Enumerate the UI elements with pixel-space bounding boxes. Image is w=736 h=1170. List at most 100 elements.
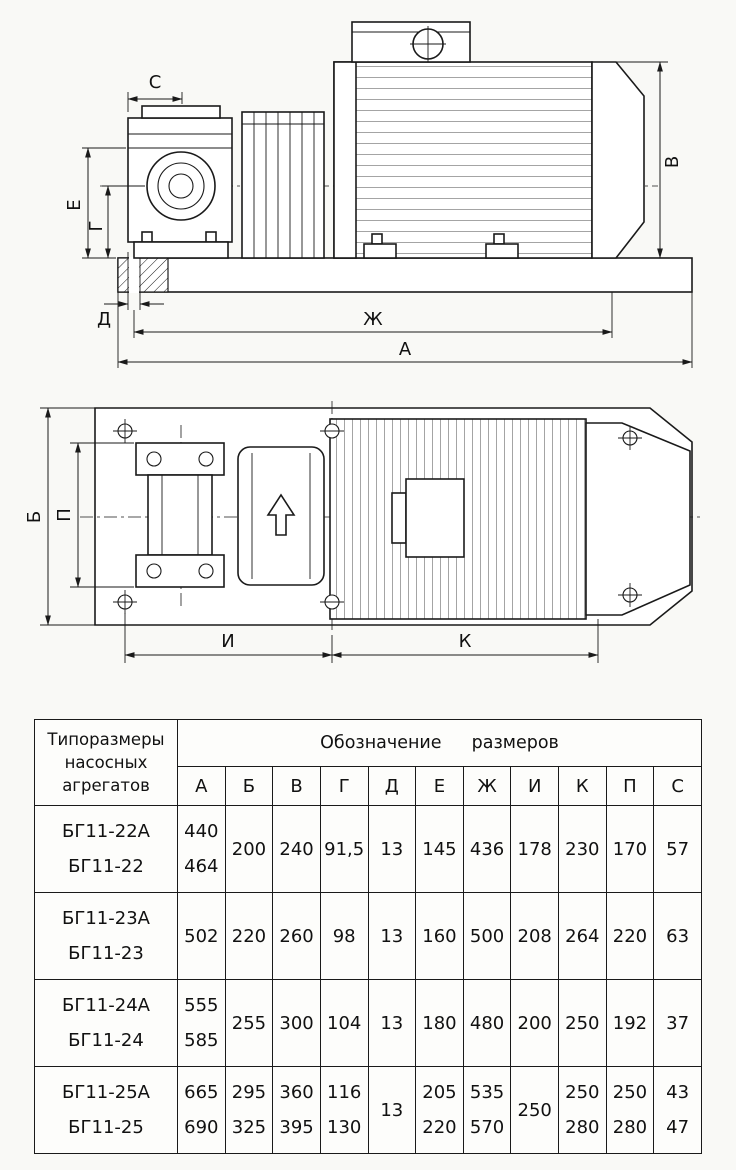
cell-p: 192 [605, 979, 655, 1067]
col-header-d: Д [367, 766, 417, 806]
dim-label-p: П [54, 508, 75, 522]
side-view-drawing: С Е Г Д Ж [64, 21, 693, 368]
value: 570 [469, 1117, 505, 1139]
baseplate-side [117, 252, 693, 296]
cell-d: 13 [367, 892, 417, 980]
cell-p: 170 [605, 805, 655, 893]
dim-label-g: Г [86, 221, 107, 232]
table-corner-header: Типоразмеры насосных агрегатов [34, 719, 178, 806]
dim-b: Б [24, 407, 95, 626]
cell-g: 98 [319, 892, 369, 980]
col-header-a: А [177, 766, 226, 806]
dim-label-d: Д [97, 309, 111, 330]
value: 250 [612, 1081, 648, 1103]
table-row-group-4: БГ11-25А БГ11-25 665 690 295 325 [34, 1066, 702, 1154]
value: 440 [184, 820, 219, 842]
cell-a: 502 [177, 892, 226, 980]
model-name: БГ11-22 [68, 856, 144, 878]
model-name: БГ11-22А [62, 820, 150, 842]
dim-g: Г [86, 185, 145, 259]
table-row-group-1: БГ11-22А БГ11-22 440 464 200 240 91,5 13… [34, 805, 702, 893]
cell-d: 13 [367, 805, 417, 893]
rotation-arrow-icon [266, 493, 296, 536]
coupling-guard-top [237, 446, 325, 586]
value: 280 [612, 1117, 648, 1139]
value: 360 [279, 1081, 314, 1103]
col-header-e: Е [415, 766, 464, 806]
model-name: БГ11-24 [68, 1030, 144, 1052]
col-header-k: К [558, 766, 607, 806]
cell-s: 63 [653, 892, 702, 980]
cell-models: БГ11-24А БГ11-24 [34, 979, 178, 1067]
dim-c: С [127, 72, 183, 112]
col-header-zh: Ж [462, 766, 512, 806]
cell-p: 250 280 [605, 1066, 655, 1154]
cell-v: 300 [272, 979, 321, 1067]
value: 43 [666, 1081, 690, 1103]
dim-k: К [331, 619, 599, 663]
value: 325 [231, 1117, 267, 1139]
cell-b: 255 [224, 979, 274, 1067]
dim-zh: Ж [133, 292, 613, 338]
cell-g: 91,5 [319, 805, 369, 893]
mounting-holes [113, 419, 642, 614]
col-header-s: С [653, 766, 702, 806]
motor-side [333, 21, 645, 259]
model-name: БГ11-23 [68, 943, 144, 965]
value: 116 [327, 1081, 362, 1103]
value: 295 [231, 1081, 267, 1103]
cell-zh: 500 [462, 892, 512, 980]
dim-e: Е [64, 147, 126, 259]
motor-top [329, 418, 691, 620]
table-row-group-2: БГ11-23А БГ11-23 502 220 260 98 13 160 5… [34, 892, 702, 980]
cell-a: 555 585 [177, 979, 226, 1067]
cell-models: БГ11-22А БГ11-22 [34, 805, 178, 893]
table-header-row-2: А Б В Г Д Е Ж И К П С [35, 766, 702, 806]
cell-i: 208 [510, 892, 559, 980]
col-header-v: В [272, 766, 321, 806]
dim-label-c: С [149, 72, 162, 93]
dim-label-a: А [399, 339, 412, 360]
value: 555 [184, 994, 219, 1016]
value: 665 [184, 1081, 219, 1103]
coupling-side [241, 111, 325, 259]
cell-i: 178 [510, 805, 559, 893]
top-view-drawing: Б П И К [24, 401, 702, 663]
cell-g: 104 [319, 979, 369, 1067]
cell-k: 230 [558, 805, 607, 893]
dim-label-k: К [459, 631, 472, 652]
model-name: БГ11-25 [68, 1117, 144, 1139]
dim-a: А [117, 292, 693, 368]
value: 585 [184, 1030, 219, 1052]
dim-p: П [54, 442, 134, 588]
cell-d: 13 [367, 979, 417, 1067]
cell-i: 200 [510, 979, 559, 1067]
cell-g: 116 130 [319, 1066, 369, 1154]
value: 205 [422, 1081, 457, 1103]
cell-e: 145 [415, 805, 464, 893]
value: 220 [422, 1117, 457, 1139]
cell-k: 264 [558, 892, 607, 980]
value: 395 [279, 1117, 314, 1139]
cell-models: БГ11-23А БГ11-23 [34, 892, 178, 980]
model-name: БГ11-24А [62, 994, 150, 1016]
cell-b: 220 [224, 892, 274, 980]
cell-s: 57 [653, 805, 702, 893]
pump-side [127, 105, 233, 259]
dim-d: Д [97, 296, 164, 330]
cell-k: 250 [558, 979, 607, 1067]
dim-label-zh: Ж [363, 309, 383, 330]
cell-a: 665 690 [177, 1066, 226, 1154]
corner-line: агрегатов [62, 776, 150, 796]
cell-e: 180 [415, 979, 464, 1067]
cell-p: 220 [605, 892, 655, 980]
col-header-p: П [605, 766, 655, 806]
dim-v: В [616, 61, 683, 259]
cell-d: 13 [367, 1066, 417, 1154]
cell-v: 260 [272, 892, 321, 980]
model-name: БГ11-25А [62, 1081, 150, 1103]
value: 464 [184, 856, 219, 878]
value: 690 [184, 1117, 219, 1139]
corner-line: Типоразмеры [47, 729, 165, 749]
